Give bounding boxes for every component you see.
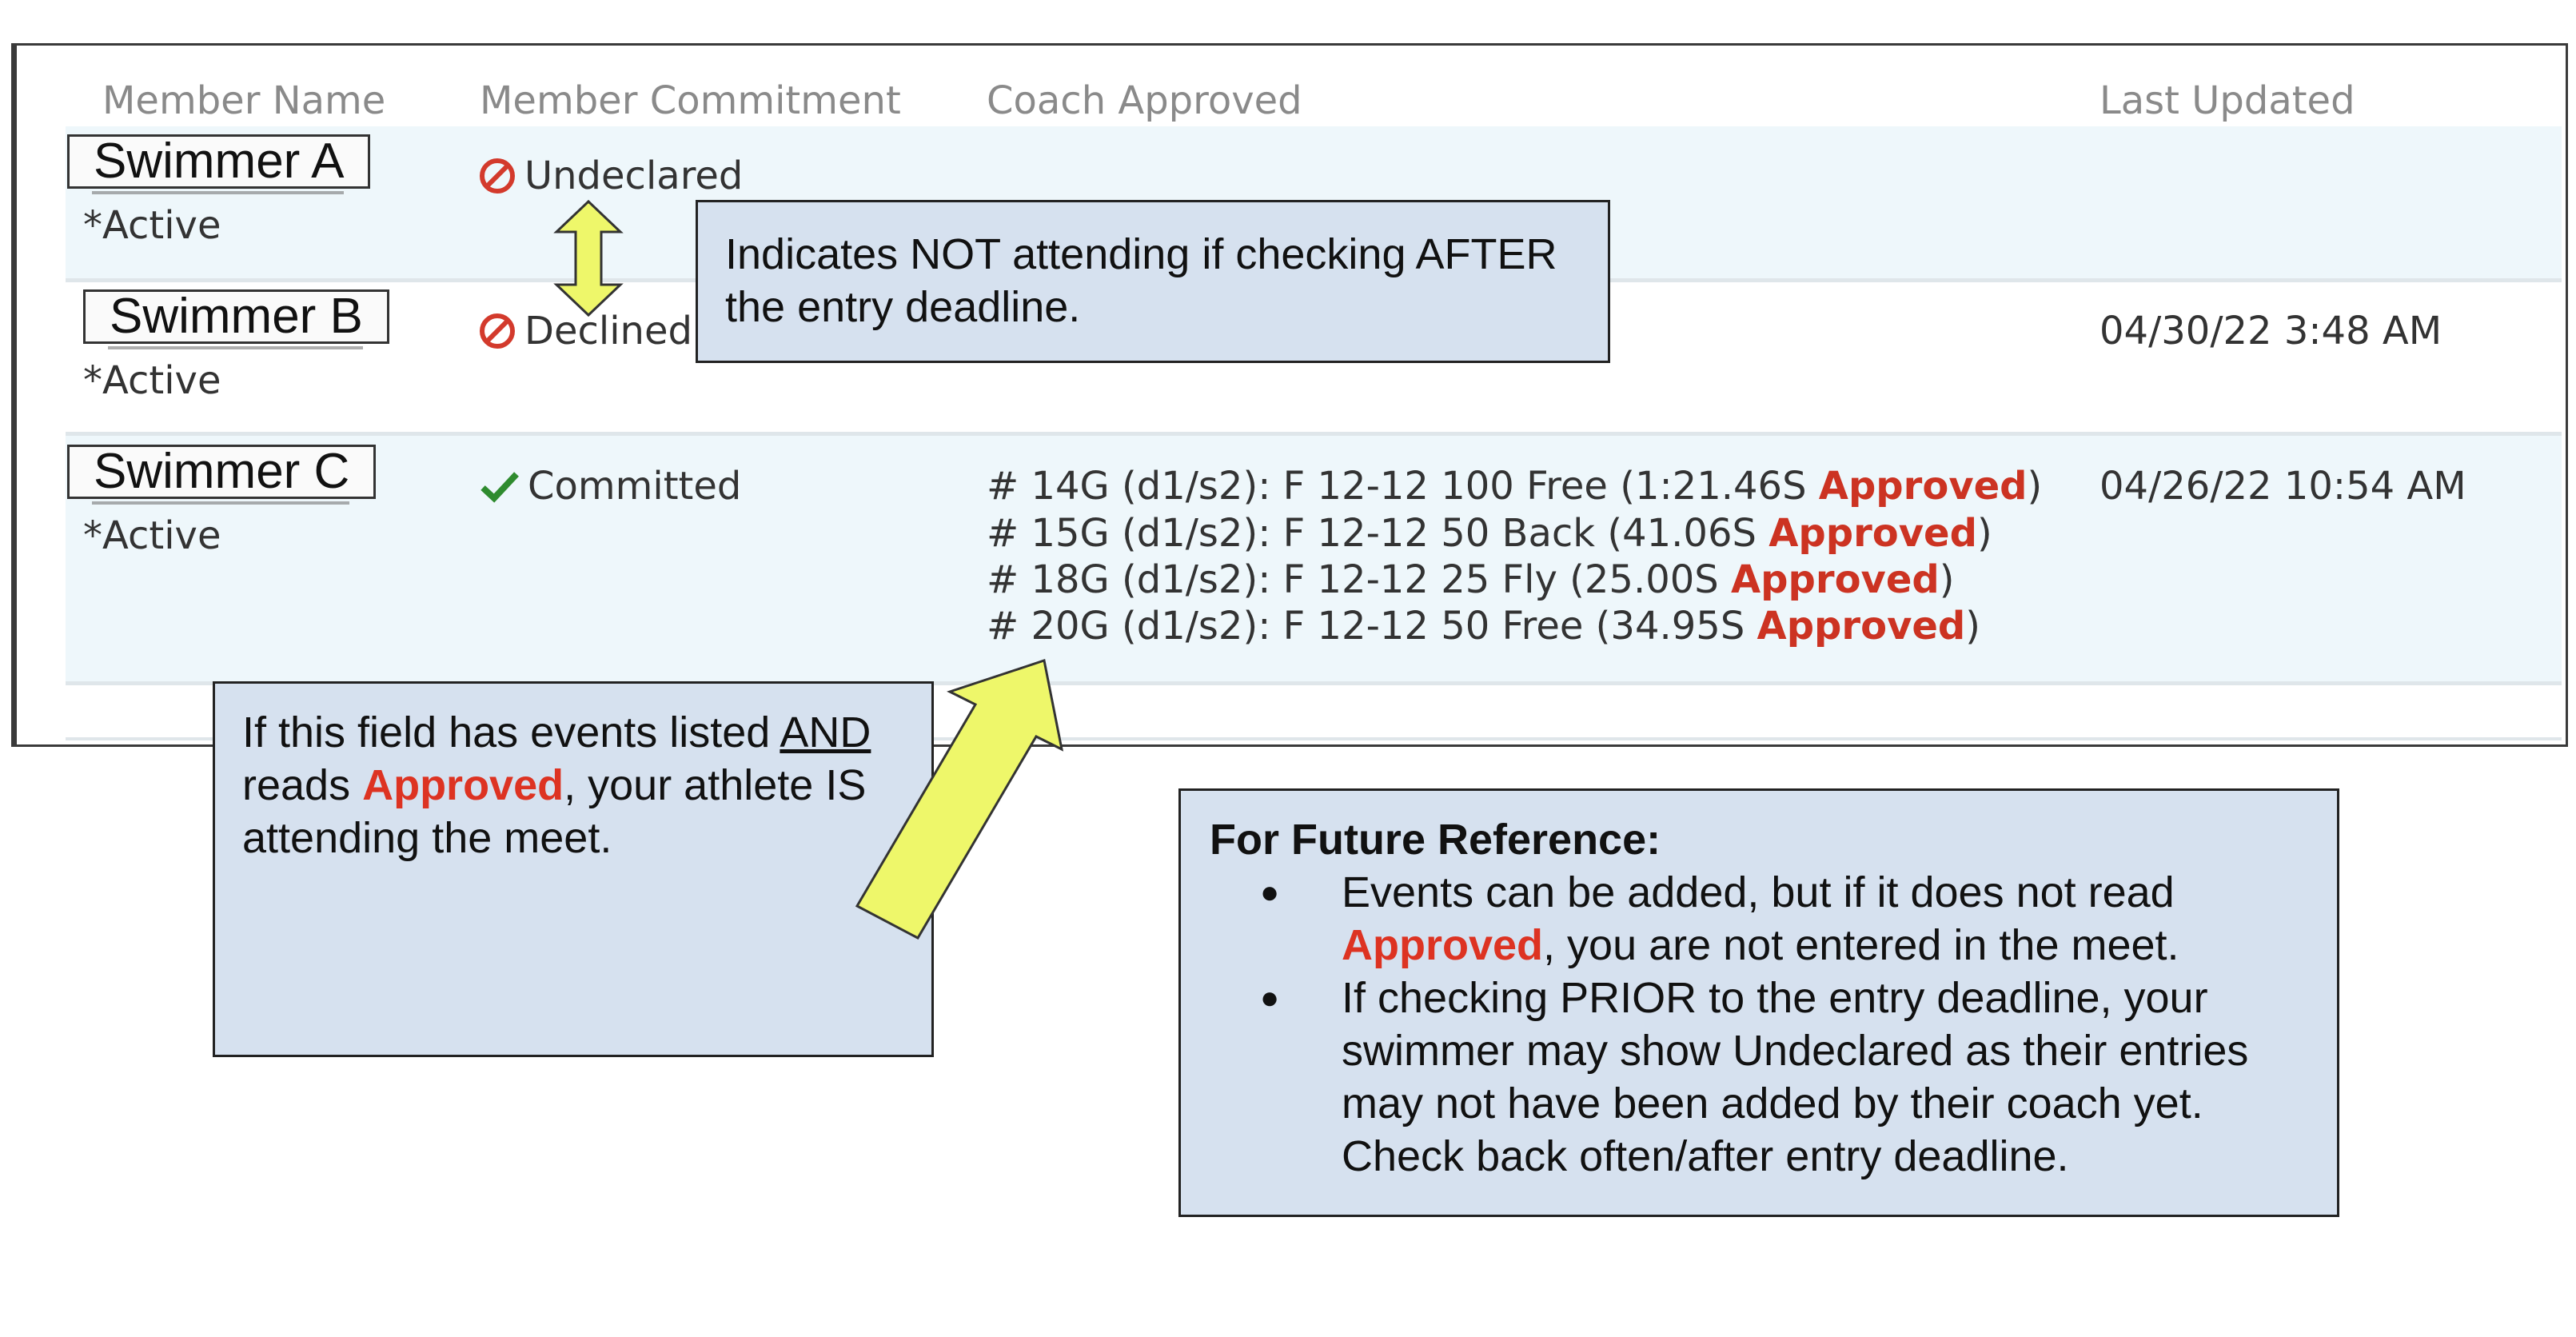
commitment-status-b: Declined — [478, 309, 692, 353]
reference-list: Events can be added, but if it does not … — [1210, 866, 2337, 1183]
member-status: *Active — [83, 513, 221, 558]
row-separator — [66, 681, 2562, 685]
list-item: If checking PRIOR to the entry deadline,… — [1260, 972, 2337, 1183]
row-bg-c — [66, 436, 2562, 682]
commitment-status-c: Committed — [480, 464, 741, 509]
callout-text: the entry deadline. — [725, 283, 1081, 331]
last-updated-c: 04/26/22 10:54 AM — [2099, 464, 2466, 509]
commitment-status-a: Undeclared — [478, 154, 743, 198]
row-separator — [66, 737, 2562, 740]
last-updated-b: 04/30/22 3:48 AM — [2099, 309, 2442, 353]
approved-label: Approved — [1818, 464, 2028, 509]
prohibited-icon — [478, 312, 516, 350]
member-status: *Active — [83, 203, 221, 248]
checkmark-icon — [480, 469, 520, 504]
commitment-label: Committed — [528, 464, 742, 509]
event-line: # 14G (d1/s2): F 12-12 100 Free (1:21.46… — [987, 464, 2043, 509]
commitment-label: Declined — [524, 309, 692, 353]
callout-text: reads Approved, your athlete IS — [242, 761, 867, 809]
double-arrow-icon — [553, 199, 624, 317]
header-member-commitment[interactable]: Member Commitment — [480, 78, 901, 123]
approved-label: Approved — [1731, 557, 1940, 602]
callout-text: Indicates NOT attending if checking AFTE… — [725, 230, 1557, 278]
callout-text: attending the meet. — [242, 814, 612, 862]
header-last-updated[interactable]: Last Updated — [2099, 78, 2355, 123]
pointer-arrow-icon — [855, 659, 1064, 940]
callout-approved-info: If this field has events listed AND read… — [213, 681, 934, 1057]
list-item: Events can be added, but if it does not … — [1260, 866, 2337, 972]
callout-text: If this field has events listed AND — [242, 708, 871, 756]
commitment-label: Undeclared — [524, 154, 744, 198]
event-line: # 20G (d1/s2): F 12-12 50 Free (34.95S A… — [987, 604, 1980, 649]
prohibited-icon — [478, 157, 516, 195]
header-coach-approved[interactable]: Coach Approved — [987, 78, 1302, 123]
event-line: # 15G (d1/s2): F 12-12 50 Back (41.06S A… — [987, 511, 1992, 556]
coach-approved-events: # 14G (d1/s2): F 12-12 100 Free (1:21.46… — [987, 464, 2042, 650]
member-name-swimmer-b[interactable]: Swimmer B — [83, 289, 389, 349]
member-name-swimmer-c[interactable]: Swimmer C — [67, 445, 377, 505]
header-member-name[interactable]: Member Name — [102, 78, 386, 123]
callout-future-reference: For Future Reference: Events can be adde… — [1178, 788, 2339, 1217]
approved-label: Approved — [1769, 511, 1977, 556]
callout-not-attending: Indicates NOT attending if checking AFTE… — [696, 200, 1610, 363]
member-status: *Active — [83, 358, 221, 403]
row-separator — [66, 432, 2562, 436]
approved-label: Approved — [1757, 604, 1966, 649]
callout-title: For Future Reference: — [1210, 816, 1661, 864]
event-line: # 18G (d1/s2): F 12-12 25 Fly (25.00S Ap… — [987, 557, 1955, 602]
member-name-swimmer-a[interactable]: Swimmer A — [67, 134, 371, 194]
